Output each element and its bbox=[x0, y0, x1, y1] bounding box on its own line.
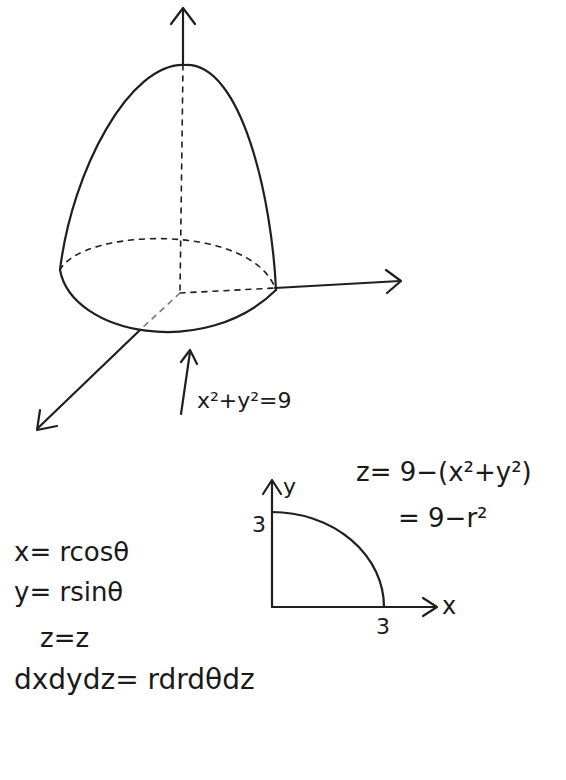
surface-equation: = 9−r² bbox=[398, 504, 488, 534]
jacobian-equation: dxdydz= rdrdθdz bbox=[14, 664, 255, 696]
conversion-equation: y= rsinθ bbox=[14, 578, 123, 608]
conversion-equation: z=z bbox=[40, 624, 89, 654]
y-axis bbox=[38, 330, 140, 428]
x-axis bbox=[275, 281, 400, 288]
axis-label: x bbox=[442, 593, 456, 621]
axis-label: y bbox=[283, 474, 296, 499]
paraboloid-right bbox=[185, 65, 276, 290]
plot-y-arrowhead bbox=[263, 480, 281, 494]
plot-y-axis bbox=[271, 482, 273, 607]
paraboloid-base-back bbox=[60, 239, 276, 290]
y-axis-arrowhead bbox=[37, 410, 57, 430]
paraboloid-base-front bbox=[60, 270, 276, 332]
plot-x-axis bbox=[272, 606, 436, 608]
leader-arrowhead bbox=[181, 350, 197, 364]
z-axis bbox=[182, 10, 184, 65]
z-axis-hidden bbox=[180, 65, 183, 293]
x-axis-arrowhead bbox=[386, 270, 401, 293]
y-axis-hidden bbox=[140, 293, 180, 330]
surface-equation: z= 9−(x²+y²) bbox=[356, 458, 532, 488]
tick-label: 3 bbox=[252, 512, 266, 537]
quarter-circle bbox=[272, 512, 384, 607]
tick-label: 3 bbox=[376, 614, 390, 639]
plot-x-arrowhead bbox=[423, 598, 437, 616]
conversion-equation: x= rcosθ bbox=[14, 538, 129, 568]
z-axis-arrowhead bbox=[171, 8, 195, 24]
boundary-equation: x²+y²=9 bbox=[197, 388, 292, 413]
x-axis-hidden bbox=[180, 288, 275, 293]
